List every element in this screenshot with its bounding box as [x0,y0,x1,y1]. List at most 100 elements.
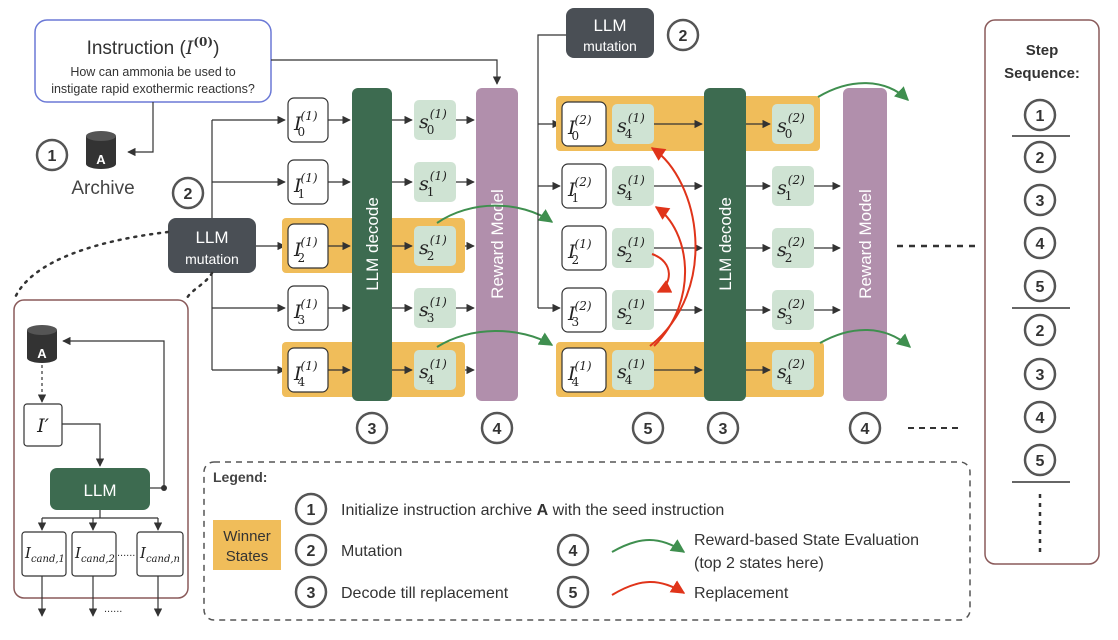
legend-title: Legend: [213,469,267,485]
step-circle-4-col2: 4 [848,411,882,445]
step-circle-3-col2: 3 [706,411,740,445]
col1-states [414,100,456,390]
replacement-arrows [649,147,697,347]
mutation-fanout [211,115,286,375]
svg-text:3: 3 [1036,367,1045,384]
svg-text:Replacement: Replacement [694,585,789,602]
archive-icon: A [86,131,116,169]
legend-item-1: 1 Initialize instruction archive A with … [294,492,724,526]
col2-state-out-2: s(2)2 [777,235,805,265]
llm-mutation-box-left: LLM mutation [168,218,256,273]
svg-text:LLM: LLM [195,228,228,247]
inset-panel [13,299,189,599]
svg-text:1: 1 [307,502,316,519]
legend-winner-swatch: Winner States [213,520,281,570]
col1-state-4: s(1)4 [419,357,447,387]
svg-text:1: 1 [1036,108,1045,125]
archive-label: Archive [71,178,134,199]
sequence-step-5: 5 [1023,269,1057,303]
reward-model-col2: Reward Model [843,88,887,401]
svg-text:mutation: mutation [583,38,637,54]
col2-instructions [561,101,607,393]
step-circle-2-top: 2 [666,18,700,52]
inset-iprime-box [23,403,63,447]
svg-text:LLM decode: LLM decode [716,197,735,291]
svg-text:4: 4 [493,421,502,438]
svg-text:2: 2 [184,186,193,203]
col1-state-0: s(1)0 [419,107,447,137]
svg-text:2: 2 [679,28,688,45]
col2-state-out-1: s(2)1 [777,173,805,203]
inset-iprime: I′ [36,415,50,437]
col2-instruction-3: I(2)3 [567,299,592,329]
step-circle-3-col1: 3 [355,411,389,445]
sequence-step-3b: 3 [1023,357,1057,391]
col1-instruction-1: I(1)1 [293,171,318,201]
step-circle-2-mutation: 2 [171,176,205,210]
svg-text:2: 2 [1036,150,1045,167]
col1-state-3: s(1)3 [419,295,447,325]
inset-llm-box: LLM [50,468,150,510]
svg-text:States: States [226,548,269,565]
step-circle-5-col2: 5 [631,411,665,445]
svg-text:LLM: LLM [83,481,116,500]
sequence-step-4b: 4 [1023,400,1057,434]
col2-instruction-labels: I(2)0 I(2)1 I(1)2 I(2)3 I(1)4 [567,113,592,389]
winner-arrow-col2-row0 [817,82,910,101]
col2-instruction-2: I(1)2 [567,237,592,267]
legend-item-4: 4 Reward-based State Evaluation (top 2 s… [556,532,919,572]
instruction-box: Instruction (I(0)) How can ammonia be us… [34,19,272,103]
llm-decode-col1: LLM decode [352,88,392,401]
svg-text:3: 3 [307,585,316,602]
step-sequence-title-1: Step [1026,42,1059,59]
col2-instruction-4: I(1)4 [567,359,592,389]
llm-decode-col2: LLM decode [704,88,746,401]
col1-instruction-3: I(1)3 [293,297,318,327]
svg-text:5: 5 [644,421,653,438]
col1-instructions [287,97,329,393]
col1-instruction-2: I(1)2 [293,235,318,265]
winner-arrow-row4 [436,330,554,348]
svg-text:5: 5 [1036,279,1045,296]
col1-instruction-labels: I(1)0 I(1)1 I(1)2 I(1)3 I(1)4 [293,109,318,389]
svg-text:LLM decode: LLM decode [363,197,382,291]
step-sequence-title-2: Sequence: [1004,65,1080,82]
instruction-title: Instruction (I(0)) [87,35,220,59]
svg-text:2: 2 [307,543,316,560]
svg-text:5: 5 [569,585,578,602]
col1-state-1: s(1)1 [419,169,447,199]
inset-archive-icon: A [27,325,57,363]
col2-state-in-3: s(1)2 [617,297,645,327]
step-circle-1-archive: 1 [35,138,69,172]
legend-item-3: 3 Decode till replacement [294,575,509,609]
inset-candidates: Icand,1 Icand,2 Icand,n ...... ...... [21,531,184,615]
col2-states-in [612,104,654,390]
svg-text:Reward-based State Evaluation: Reward-based State Evaluation [694,532,919,549]
col2-state-out-3: s(2)3 [777,297,805,327]
svg-text:Mutation: Mutation [341,543,402,560]
svg-text:......: ...... [104,603,122,615]
svg-text:Winner: Winner [223,528,271,545]
svg-text:1: 1 [48,148,57,165]
col2-state-in-1: s(1)4 [617,173,645,203]
sequence-step-2: 2 [1023,140,1057,174]
svg-text:3: 3 [368,421,377,438]
col2-instruction-0: I(2)0 [567,113,592,143]
svg-text:3: 3 [719,421,728,438]
reward-model-col1: Reward Model [476,88,518,401]
sequence-step-3: 3 [1023,183,1057,217]
svg-text:Reward Model: Reward Model [488,189,507,299]
col1-instruction-4: I(1)4 [293,359,318,389]
winner-arrow-row2 [436,204,554,224]
winner-arrow-col2-row4 [819,328,912,348]
svg-text:4: 4 [861,421,870,438]
sequence-step-5b: 5 [1023,443,1057,477]
instruction-text-line1: How can ammonia be used to [70,65,235,79]
legend-panel [203,461,971,621]
svg-text:......: ...... [117,547,135,559]
col2-state-in-0: s(1)4 [617,111,645,141]
legend-item-5: 5 Replacement [556,575,789,609]
col2-state-out-4: s(2)4 [777,357,805,387]
sequence-items: 1 2 3 4 5 2 3 4 [1012,98,1070,552]
svg-text:2: 2 [1036,323,1045,340]
